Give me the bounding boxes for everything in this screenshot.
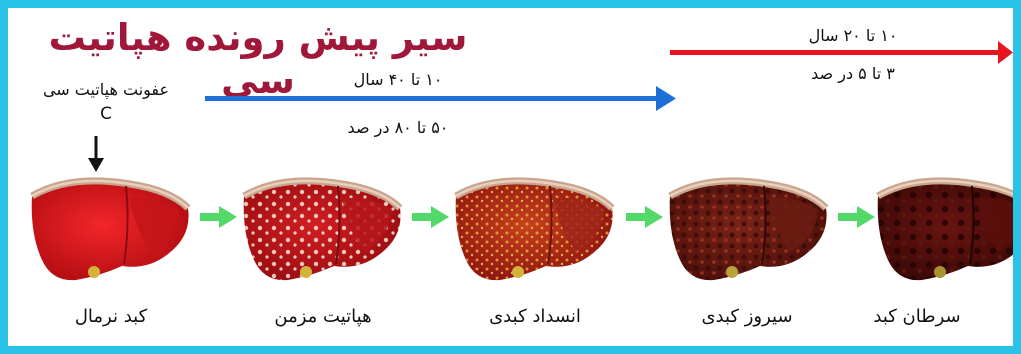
liver-cirrhosis xyxy=(670,181,827,280)
infection-down-arrow xyxy=(88,136,104,172)
liver-fibrosis xyxy=(456,181,613,280)
liver-cancer xyxy=(878,181,1013,280)
green-arrow-1 xyxy=(200,206,237,228)
stage-label-liver-cancer: سرطان کبد xyxy=(822,306,1012,327)
liver-normal xyxy=(32,181,189,280)
stage-label-cirrhosis: سیروز کبدی xyxy=(652,306,842,327)
diagram-panel: سیر پیش رونده هپاتیت سی ۱۰ تا ۲۰ سال ۳ ت… xyxy=(8,8,1013,346)
stage-label-liver-fibrosis: انسداد کبدی xyxy=(440,306,630,327)
stage-label-chronic-hepatitis: هپاتیت مزمن xyxy=(228,306,418,327)
stage-label-normal-liver: کبد نرمال xyxy=(16,306,206,327)
blue-timeline-arrow xyxy=(205,86,676,111)
liver-chronic-hepatitis xyxy=(244,181,401,280)
diagram-graphics xyxy=(8,8,1013,346)
green-arrow-4 xyxy=(838,206,875,228)
green-arrow-2 xyxy=(412,206,449,228)
red-timeline-arrow xyxy=(670,41,1013,64)
green-arrow-3 xyxy=(626,206,663,228)
